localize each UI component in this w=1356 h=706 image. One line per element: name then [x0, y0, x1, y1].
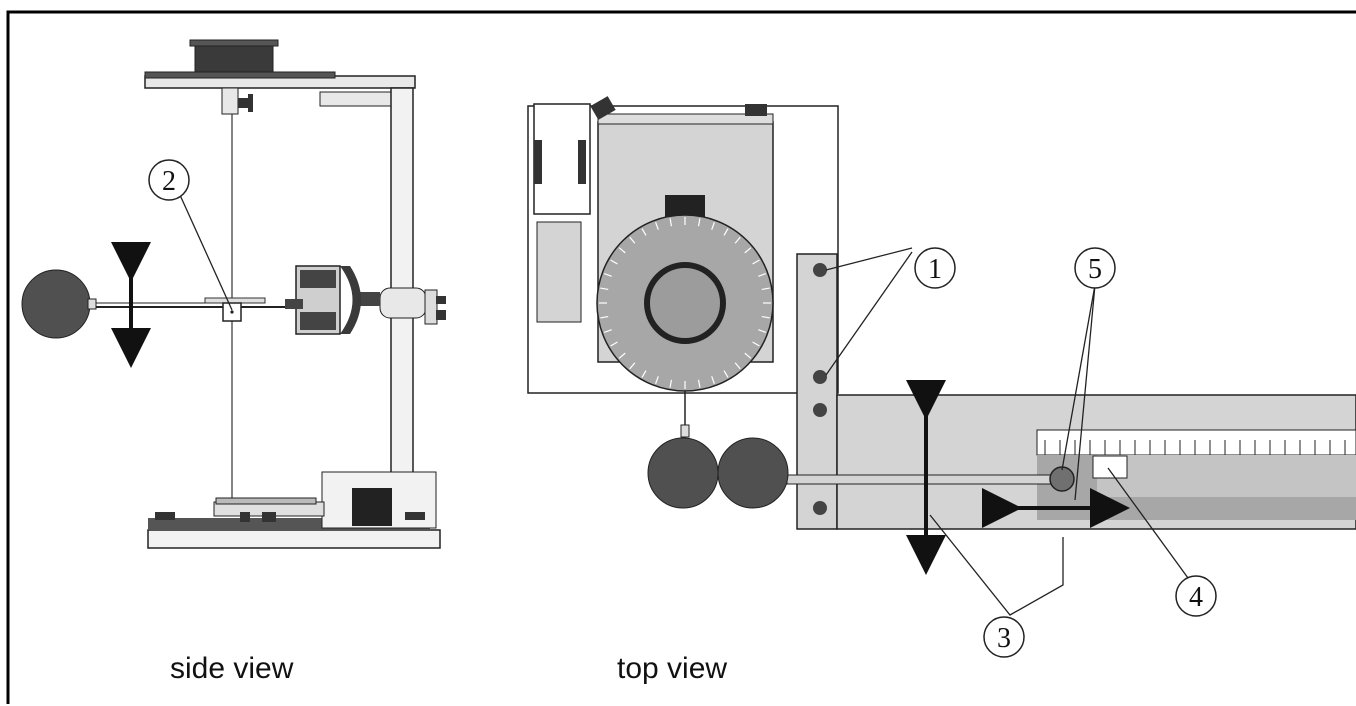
bracket-screw [813, 370, 827, 384]
dial-tick [711, 376, 715, 385]
dial-tick [655, 221, 659, 230]
dial-tick [669, 379, 673, 388]
dial-tick [641, 228, 647, 236]
caption-top-view: top view [617, 652, 728, 685]
dial-tick [600, 287, 609, 291]
figure-frame [6, 10, 1356, 704]
bracket-screw [813, 263, 827, 277]
dial-tick [629, 236, 636, 244]
dial-tick [711, 221, 715, 230]
dial-tick [669, 218, 673, 227]
dial-tick [761, 315, 770, 319]
dial-tick [758, 329, 767, 333]
top-pendulum-bob [647, 437, 719, 509]
side-pendulum-bob [21, 269, 91, 339]
dial-tick [723, 370, 729, 378]
dial-tick [723, 228, 729, 236]
dial-tick [629, 362, 636, 370]
dial-tick [618, 247, 626, 254]
dial-tick [600, 315, 609, 319]
side-view [21, 39, 446, 549]
dial-tick [744, 247, 752, 254]
dial-tick [734, 362, 741, 370]
callout-5-label: 5 [1088, 254, 1102, 285]
callouts: 1 2 3 4 5 [148, 159, 1217, 658]
top-scale [1036, 429, 1356, 456]
dial-tick [603, 273, 612, 277]
callout-1-label: 1 [928, 254, 942, 285]
dial-tick [752, 259, 760, 265]
callout-2-label: 2 [162, 166, 176, 197]
bracket-screw [813, 403, 827, 417]
scale-ticks [1044, 440, 1346, 455]
dial-tick [761, 287, 770, 291]
callout-1 [914, 247, 956, 289]
dial-tick [610, 259, 618, 265]
dial-tick [655, 376, 659, 385]
dial-tick [697, 379, 701, 388]
top-bracket [796, 253, 838, 530]
top-view [527, 96, 1356, 575]
callout-4 [1175, 575, 1217, 617]
top-pendulum-bob [717, 437, 789, 509]
dial-ticks [599, 217, 771, 389]
dial-tick [641, 370, 647, 378]
side-base [147, 529, 441, 549]
dial-tick [744, 352, 752, 359]
dial-tick [697, 218, 701, 227]
dial-tick [618, 352, 626, 359]
bracket-screw [813, 501, 827, 515]
callout-2 [148, 159, 190, 201]
dial-tick [610, 341, 618, 347]
callout-4-label: 4 [1189, 582, 1203, 613]
callout-3-label: 3 [997, 623, 1011, 654]
callout-3 [983, 616, 1025, 658]
top-slider-knob [1049, 466, 1075, 492]
dial-tick [758, 273, 767, 277]
dial-tick [752, 341, 760, 347]
caption-side-view: side view [170, 652, 294, 685]
callout-5 [1074, 247, 1116, 289]
dial-tick [603, 329, 612, 333]
dial-tick [734, 236, 741, 244]
